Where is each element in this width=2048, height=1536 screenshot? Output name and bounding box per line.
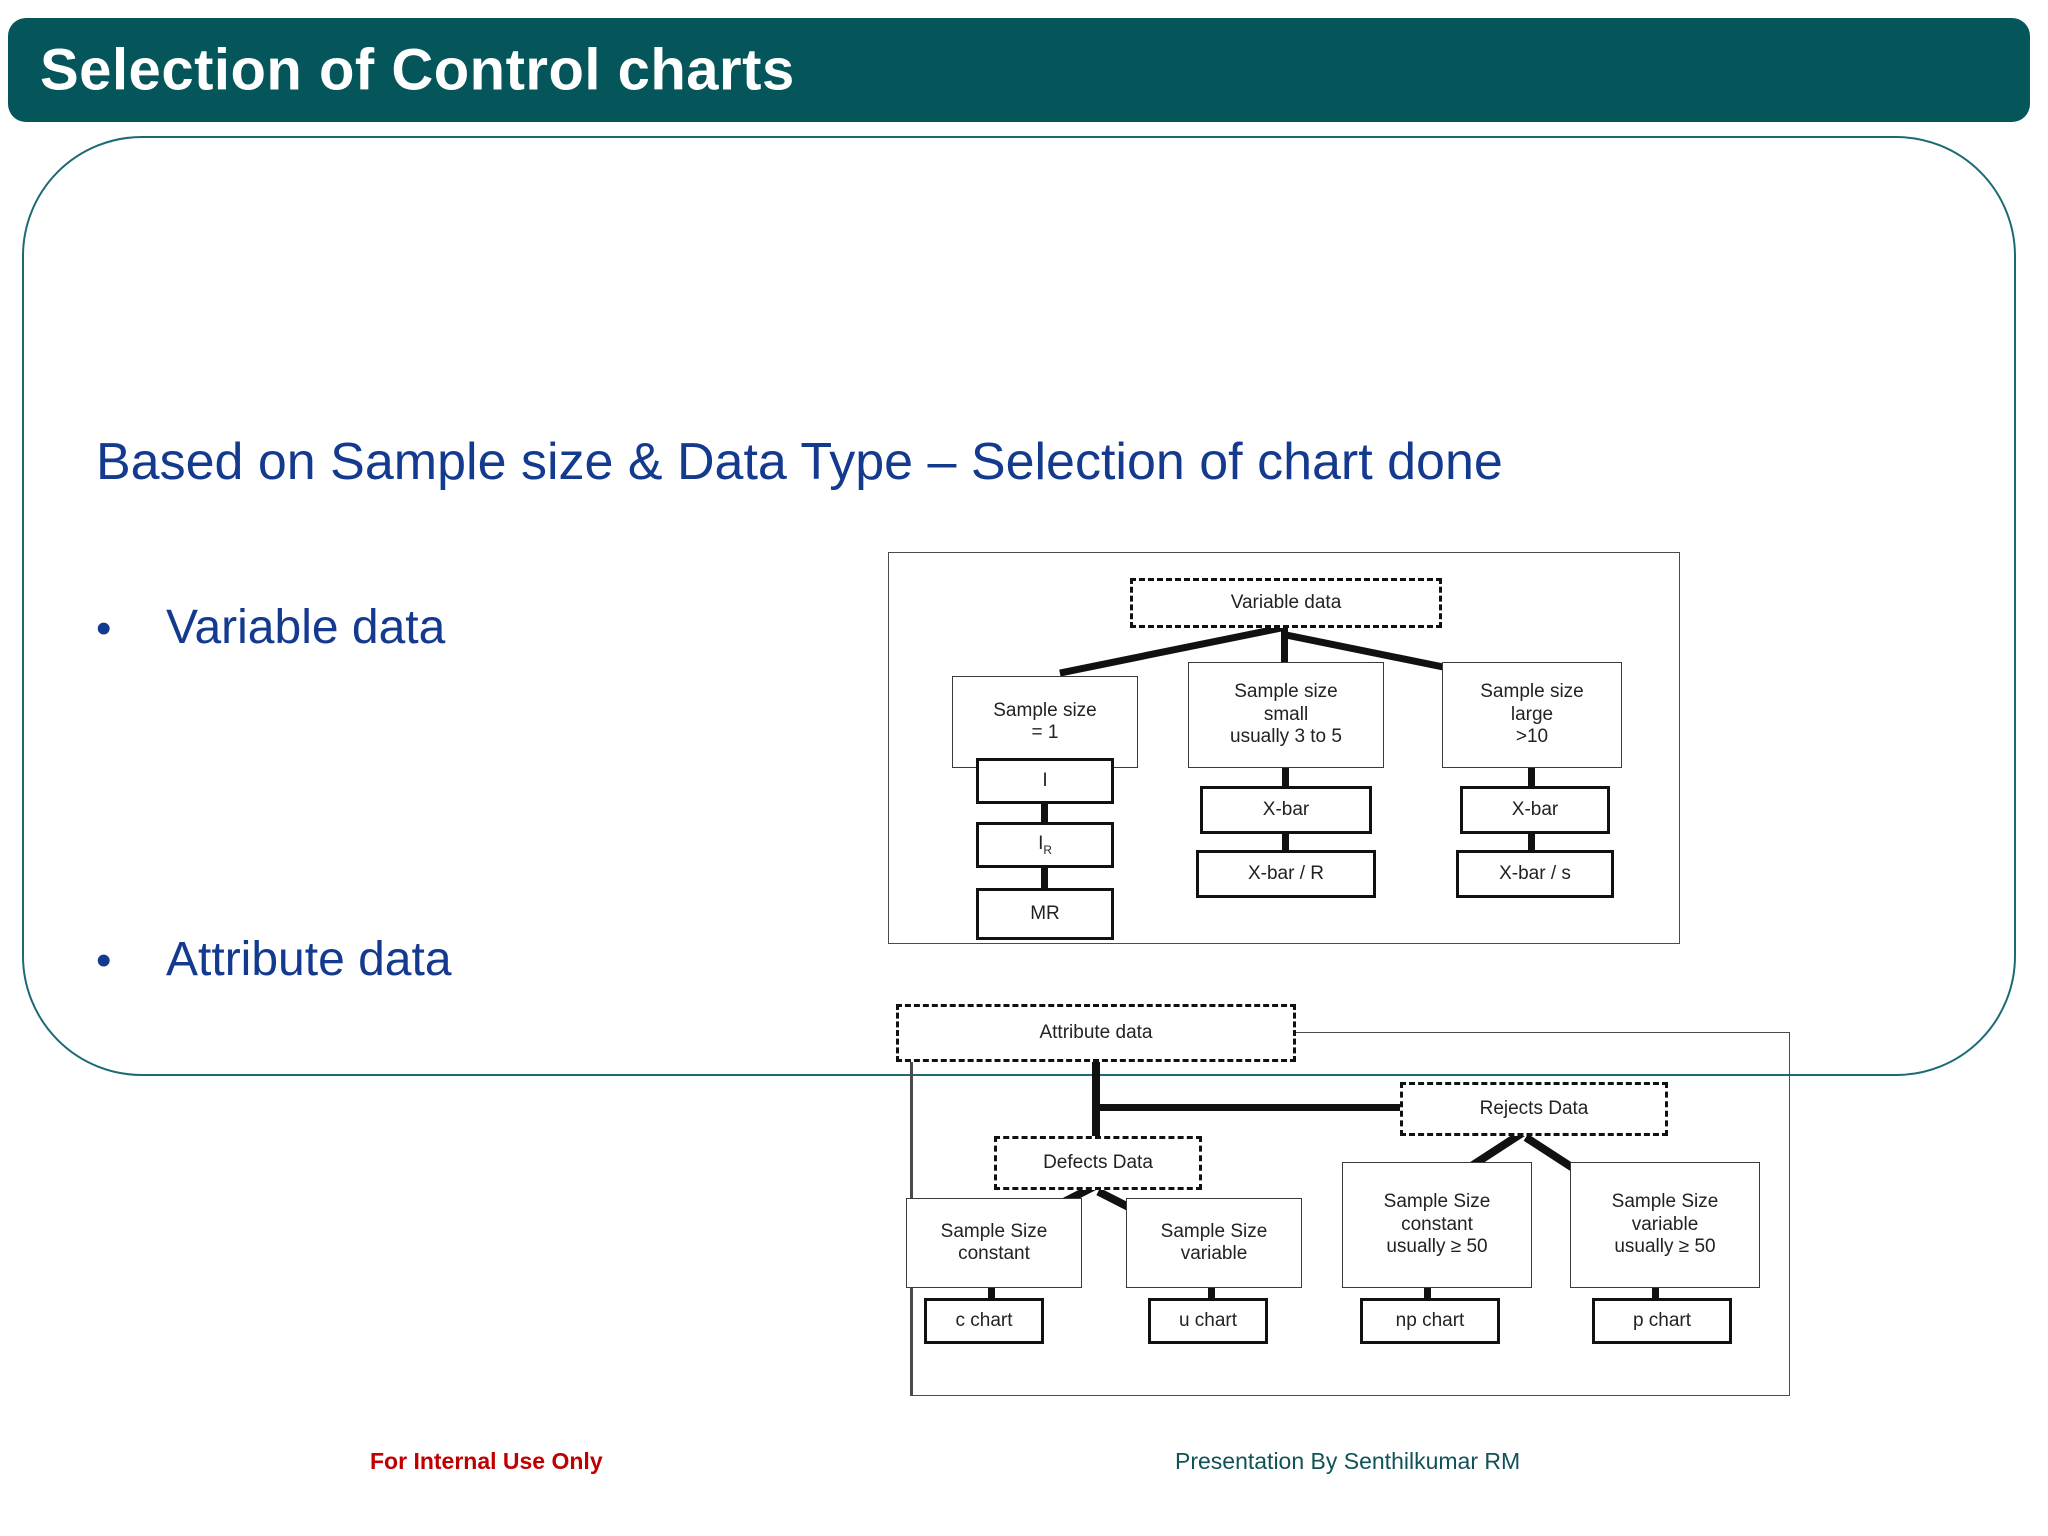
node-label: c chart (955, 1309, 1013, 1331)
bullet-label-variable-data: Variable data (166, 601, 446, 654)
node-label: Rejects Data (1479, 1097, 1589, 1119)
node-label-line3: >10 (1515, 726, 1549, 748)
node-label: np chart (1395, 1309, 1465, 1331)
node-xbar-r: X-bar / R (1196, 850, 1376, 898)
node-label-line3: usually 3 to 5 (1230, 726, 1342, 748)
bullet-item-attribute-data: • Attribute data (96, 932, 452, 987)
node-sample-size-large: Sample size large >10 (1442, 662, 1622, 768)
node-sample-size-1: Sample size = 1 (952, 676, 1138, 768)
node-defects-data: Defects Data (994, 1136, 1202, 1190)
node-defects-sample-size-constant: Sample Size constant (906, 1198, 1082, 1288)
connector-i-to-ir (1041, 802, 1048, 824)
node-label: X-bar / R (1247, 862, 1325, 884)
connector-rvariable-to-pchart (1652, 1288, 1659, 1302)
node-label: I (1042, 769, 1048, 791)
footer-internal-use-label: For Internal Use Only (370, 1448, 603, 1474)
node-label: MR (1030, 902, 1060, 924)
node-mr-chart: MR (976, 888, 1114, 940)
connector-rconstant-to-npchart (1424, 1288, 1431, 1302)
node-label: Variable data (1230, 591, 1342, 613)
node-label: IR (1038, 832, 1052, 857)
node-label: Defects Data (1043, 1151, 1153, 1173)
node-label: u chart (1178, 1309, 1238, 1331)
node-label-line3: usually ≥ 50 (1614, 1236, 1716, 1258)
node-label-line2: constant (1401, 1213, 1473, 1235)
bullet-label-attribute-data: Attribute data (166, 933, 452, 986)
node-label: Attribute data (1039, 1021, 1153, 1043)
node-rejects-data: Rejects Data (1400, 1082, 1668, 1136)
slide-heading: Based on Sample size & Data Type – Selec… (96, 433, 1503, 491)
connector-large-to-xbar (1528, 768, 1535, 788)
node-xbar-s: X-bar / s (1456, 850, 1614, 898)
node-label-line1: Sample Size (1383, 1191, 1491, 1213)
node-xbar-large: X-bar (1460, 786, 1610, 834)
node-label-line2: small (1263, 703, 1309, 725)
connector-xbar-to-xbarR (1282, 832, 1289, 852)
connector-variable-to-uchart (1208, 1288, 1215, 1302)
node-c-chart: c chart (924, 1298, 1044, 1344)
connector-attribute-stem (1092, 1062, 1100, 1168)
node-rejects-sample-size-variable: Sample Size variable usually ≥ 50 (1570, 1162, 1760, 1288)
node-label: X-bar (1511, 798, 1559, 820)
node-label-subscript: R (1043, 843, 1052, 857)
node-label: X-bar / s (1499, 862, 1571, 884)
slide-title-bar: Selection of Control charts (8, 18, 2030, 122)
node-rejects-sample-size-constant: Sample Size constant usually ≥ 50 (1342, 1162, 1532, 1288)
connector-attribute-crossbar (1092, 1104, 1546, 1111)
node-variable-data: Variable data (1130, 578, 1442, 628)
node-defects-sample-size-variable: Sample Size variable (1126, 1198, 1302, 1288)
node-label: p chart (1632, 1309, 1692, 1331)
node-label-line3: usually ≥ 50 (1386, 1236, 1488, 1258)
bullet-dot-icon: • (96, 604, 112, 653)
node-label-line1: Sample Size (1160, 1220, 1268, 1242)
connector-small-to-xbar (1282, 768, 1289, 788)
connector-root-stem (1281, 628, 1288, 680)
node-xbar-small: X-bar (1200, 786, 1372, 834)
node-label-line1: Sample Size (1611, 1191, 1719, 1213)
node-label-line1: Sample size (1480, 681, 1584, 703)
variable-diagram-frame (888, 552, 1680, 944)
node-attribute-data: Attribute data (896, 1004, 1296, 1062)
node-label: X-bar (1262, 798, 1310, 820)
node-i-chart: I (976, 758, 1114, 804)
bullet-item-variable-data: • Variable data (96, 600, 445, 655)
node-label-line2: constant (958, 1243, 1030, 1264)
page-title: Selection of Control charts (40, 37, 795, 103)
footer-presenter-label: Presentation By Senthilkumar RM (1175, 1448, 1521, 1474)
bullet-dot-icon: • (96, 936, 112, 985)
node-label-line2: variable (1631, 1213, 1699, 1235)
node-label-line1: Sample size (993, 699, 1097, 721)
node-u-chart: u chart (1148, 1298, 1268, 1344)
node-label-line1: Sample Size (940, 1220, 1048, 1242)
node-np-chart: np chart (1360, 1298, 1500, 1344)
node-label-line1: Sample size (1234, 681, 1338, 703)
connector-ir-to-mr (1041, 866, 1048, 890)
connector-constant-to-cchart (988, 1288, 995, 1302)
node-sample-size-small: Sample size small usually 3 to 5 (1188, 662, 1384, 768)
node-label-line2: variable (1180, 1243, 1248, 1264)
node-ir-chart: IR (976, 822, 1114, 868)
node-p-chart: p chart (1592, 1298, 1732, 1344)
node-label-line2: large (1510, 703, 1554, 725)
node-label-line2: = 1 (1031, 722, 1059, 743)
connector-xbar-to-xbarS (1528, 832, 1535, 852)
